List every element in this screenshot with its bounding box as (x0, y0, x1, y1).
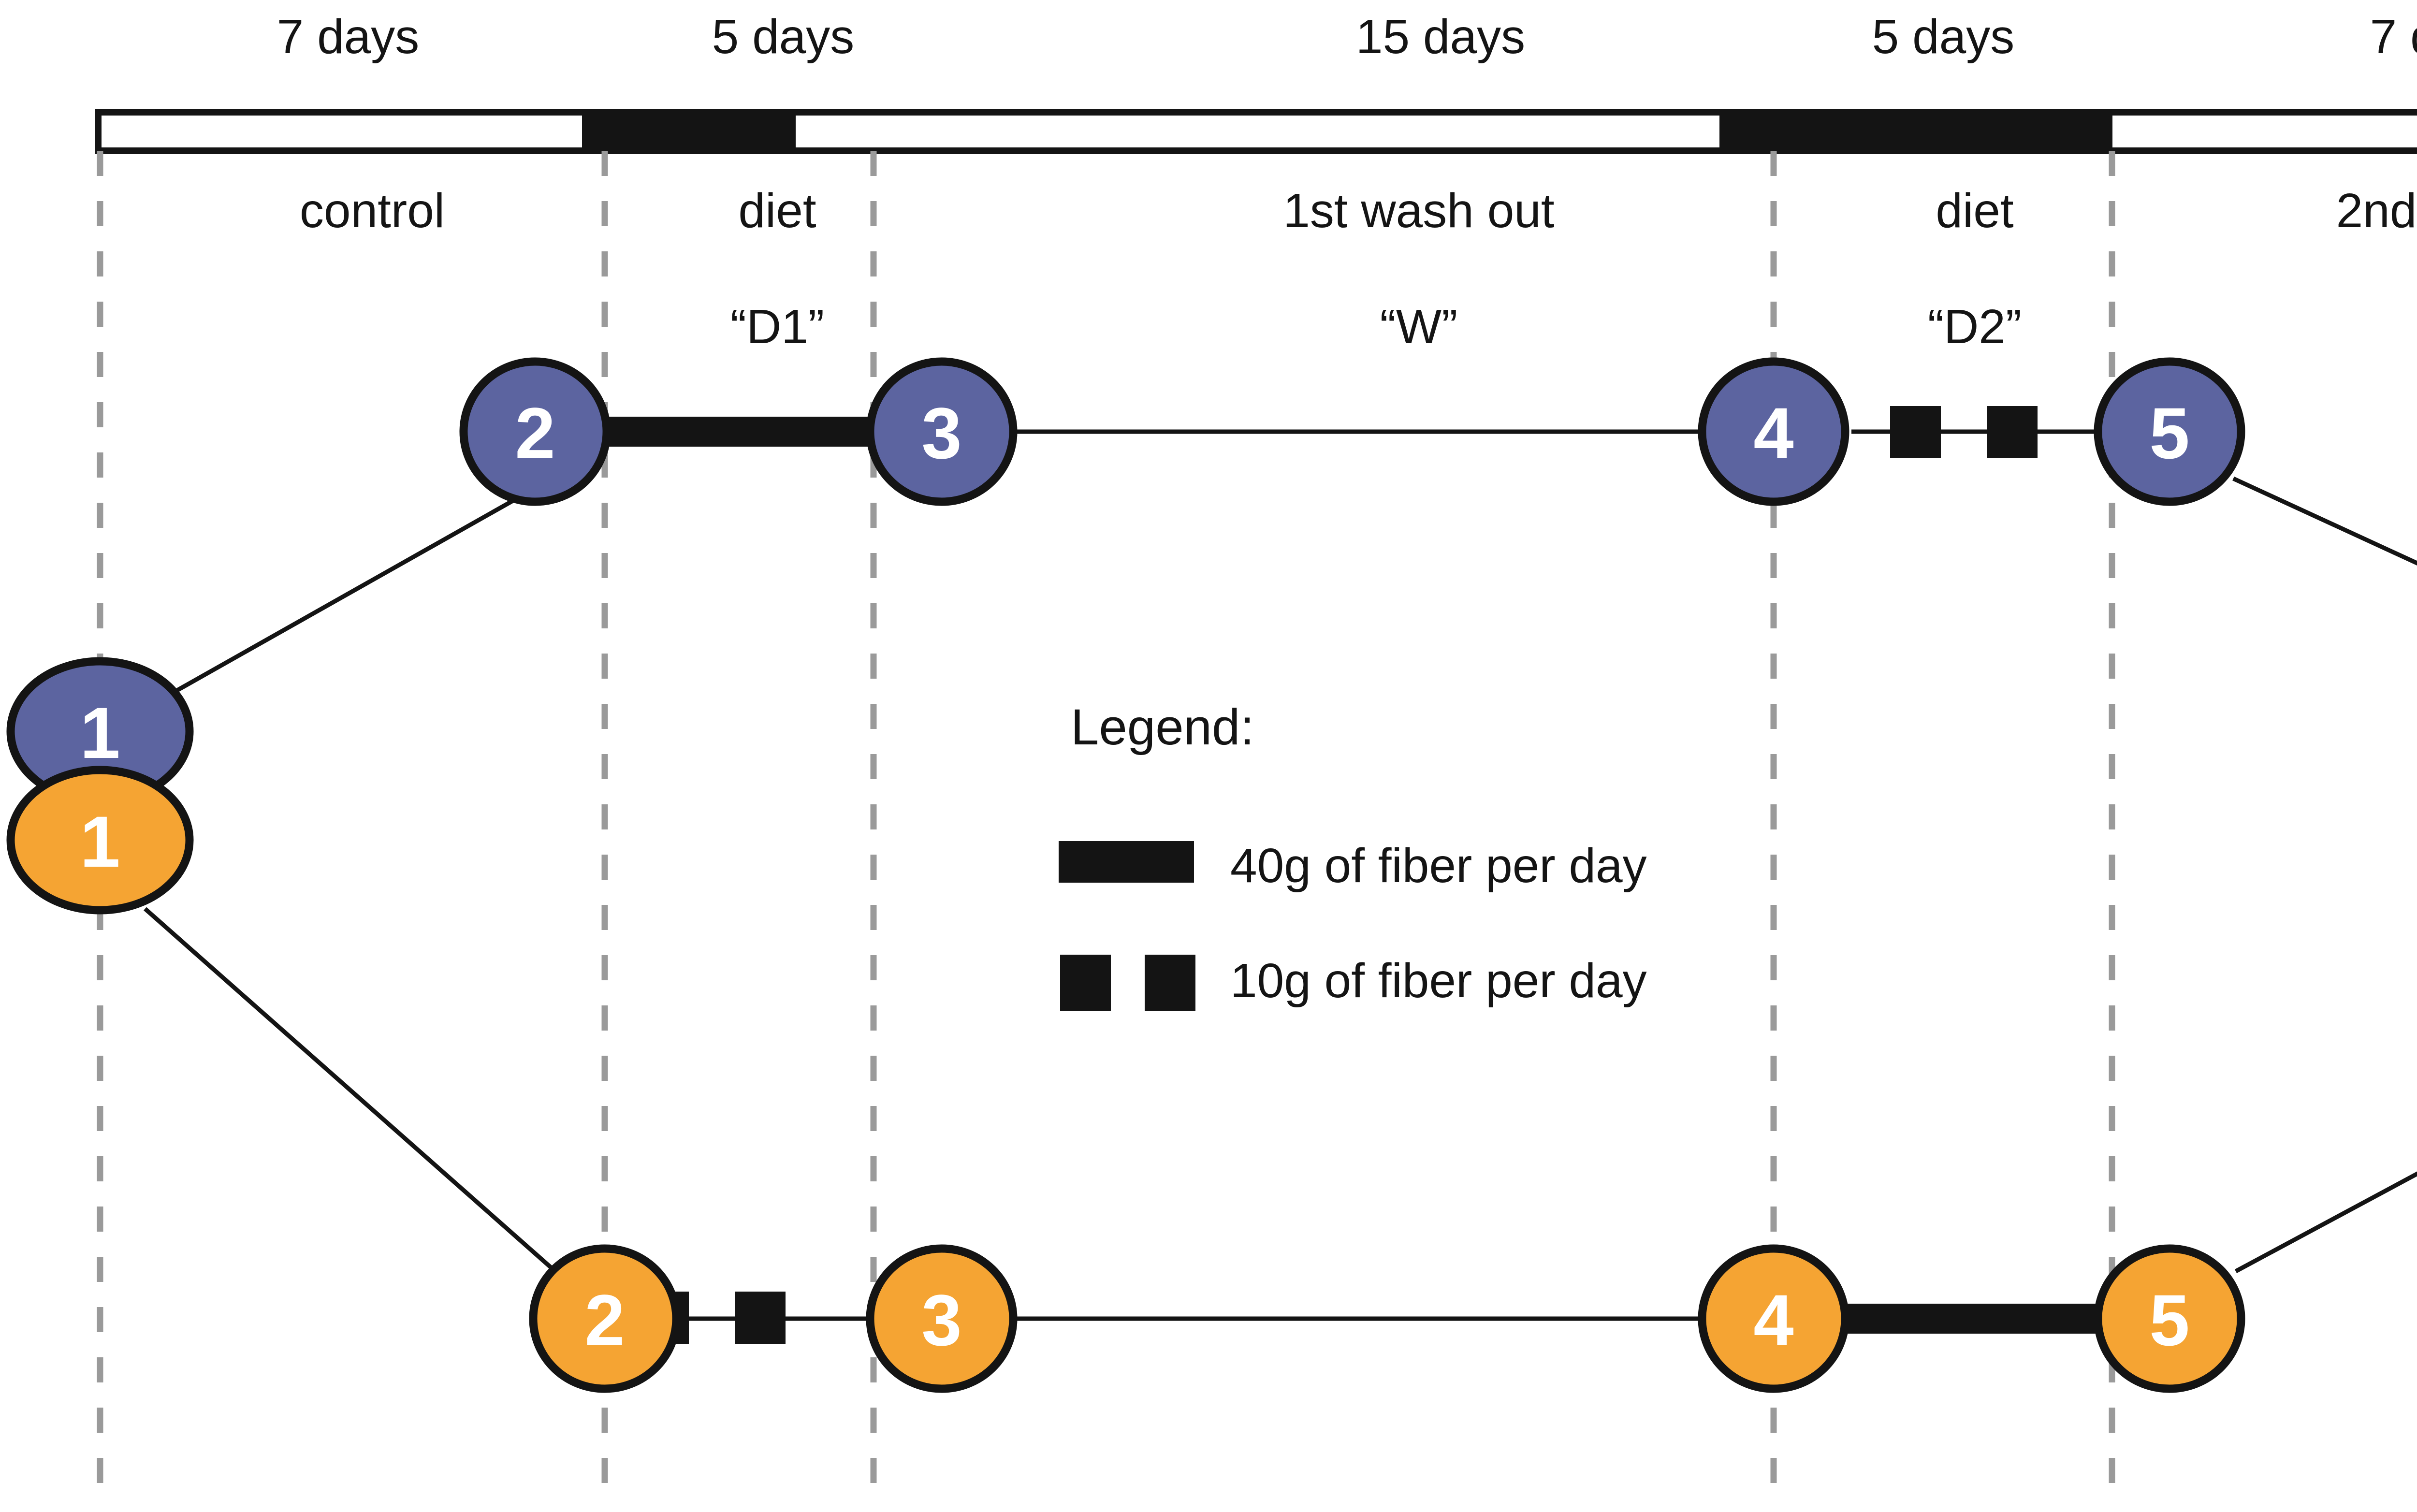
phase-divider-guides (97, 151, 2115, 1503)
legend-title: Legend: (1071, 699, 1254, 756)
visit-node-b-1[interactable]: 1 (6, 766, 194, 915)
visit-node-a-2-shape (459, 357, 611, 506)
legend-swatch-dashed-square-2-icon (1145, 955, 1195, 1011)
phase-label-diet1: diet (738, 184, 816, 238)
arm-a-link-5-6 (2232, 476, 2417, 566)
visit-node-a-4[interactable]: 4 (1698, 357, 1849, 506)
phase-label-diet2: diet (1936, 184, 2013, 238)
phase-code-diet2: “D2” (1928, 300, 2022, 354)
visit-node-a-3-shape (866, 357, 1018, 506)
legend-swatch-dashed-square-1-icon (1060, 955, 1111, 1011)
duration-label-diet1: 5 days (712, 10, 855, 64)
visit-node-a-2[interactable]: 2 (459, 357, 611, 506)
visit-node-b-2-shape (529, 1244, 681, 1393)
timeline-bar-outline-overlay (95, 109, 2417, 154)
legend-label-dashed: 10g of fiber per day (1230, 954, 1647, 1008)
visit-node-a-1[interactable]: 1 (6, 657, 194, 806)
phase-code-diet1: “D1” (730, 300, 824, 354)
phase-label-washout2: 2nd wash out (2336, 184, 2417, 238)
visit-node-a-3-label: 3 (921, 393, 961, 474)
visit-node-b-2[interactable]: 2 (529, 1244, 681, 1393)
duration-label-diet2: 5 days (1872, 10, 2015, 64)
visit-node-a-2-label: 2 (515, 393, 555, 474)
arm-b-link-5-6 (2234, 1171, 2417, 1273)
visit-node-a-1-label: 1 (80, 692, 120, 773)
visit-node-b-5-shape (2094, 1244, 2245, 1393)
duration-label-control: 7 days (277, 10, 420, 64)
visit-node-b-3-shape (866, 1244, 1018, 1393)
arm-b-link-2-3-dash-2 (735, 1292, 786, 1344)
visit-node-b-1-label: 1 (80, 801, 120, 882)
visit-node-b-4[interactable]: 4 (1698, 1244, 1849, 1393)
visit-node-b-2-label: 2 (584, 1279, 625, 1361)
legend-entry-thick: 40g of fiber per day (1059, 839, 1647, 893)
legend-entry-dashed: 10g of fiber per day (1060, 954, 1647, 1011)
visit-node-b-4-label: 4 (1753, 1279, 1793, 1361)
arm-a-nodes: 1 2 3 4 5 6 (6, 357, 2245, 806)
visit-node-b-5-label: 5 (2149, 1279, 2189, 1361)
timeline-segment-diet1 (582, 112, 796, 151)
phase-label-washout1: 1st wash out (1283, 184, 1555, 238)
visit-node-b-5[interactable]: 5 (2094, 1244, 2245, 1393)
visit-node-a-3[interactable]: 3 (866, 357, 1018, 506)
arm-a-link-1-2 (148, 472, 562, 708)
duration-label-washout2: 7 days (2370, 10, 2417, 64)
visit-node-b-1-shape (6, 766, 194, 915)
visit-node-a-5[interactable]: 5 (2094, 357, 2245, 506)
arm-b-link-4-5-thick (1837, 1304, 2108, 1334)
visit-node-a-5-shape (2094, 357, 2245, 506)
phase-label-control: control (300, 184, 445, 238)
phase-code-washout1: “W” (1380, 300, 1458, 354)
duration-label-washout1: 15 days (1356, 10, 1525, 64)
legend-swatch-thick-bar-icon (1059, 841, 1194, 883)
visit-node-a-4-shape (1698, 357, 1849, 506)
timeline-segment-diet2 (1719, 112, 2112, 151)
arm-a-link-2-3-thick (587, 417, 887, 447)
arm-a-links (148, 406, 2417, 708)
visit-node-b-3-label: 3 (921, 1279, 961, 1361)
visit-node-a-5-label: 5 (2149, 393, 2189, 474)
arm-b-link-1-2 (144, 907, 562, 1278)
arm-b-nodes: 1 2 3 4 5 6 (6, 766, 2245, 1393)
timeline-bar (95, 109, 2417, 154)
visit-node-b-3[interactable]: 3 (866, 1244, 1018, 1393)
legend-label-thick: 40g of fiber per day (1230, 839, 1647, 893)
arm-a-link-4-5-dash-1 (1890, 406, 1941, 458)
visit-node-b-4-shape (1698, 1244, 1849, 1393)
legend: Legend: 40g of fiber per day 10g of fibe… (1059, 699, 1647, 1011)
visit-node-a-4-label: 4 (1753, 393, 1793, 474)
arm-a-link-4-5-dash-2 (1987, 406, 2038, 458)
